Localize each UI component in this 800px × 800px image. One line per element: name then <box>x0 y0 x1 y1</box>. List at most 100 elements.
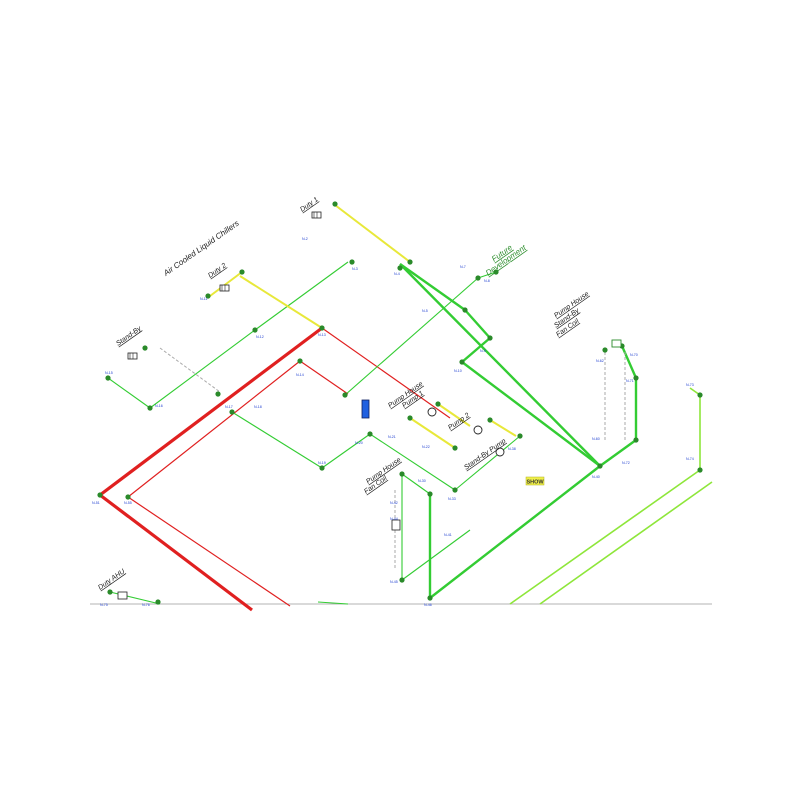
yellow-pipe-6 <box>209 271 243 297</box>
yellow-pipe-4 <box>437 403 471 427</box>
node <box>332 201 338 207</box>
node-label: N-72 <box>622 461 630 465</box>
chillers-title: Air Cooled Liquid Chillers <box>161 219 241 278</box>
red-pipe-main-lower <box>99 493 253 612</box>
green-pipe-6 <box>429 465 601 599</box>
node <box>407 415 413 421</box>
node-label: N-18 <box>254 405 262 409</box>
red-pipe-thin-lower <box>127 496 291 607</box>
node <box>155 599 161 605</box>
node <box>493 269 499 275</box>
light-green-2 <box>539 481 713 605</box>
yellow-pipe-5 <box>489 419 517 437</box>
green-thin-6 <box>344 277 479 396</box>
node-label: N-74 <box>686 457 694 461</box>
node-label: N-70 <box>630 353 638 357</box>
node-label: N-51 <box>92 501 100 505</box>
node-label: N-42 <box>390 501 398 505</box>
dashed-pipe-group <box>159 347 626 570</box>
yellow-pipe-2 <box>239 275 323 329</box>
fan-coil-icon <box>391 519 401 531</box>
node <box>597 463 603 469</box>
node-label: N-33 <box>448 497 456 501</box>
node-label: N-9 <box>480 349 486 353</box>
pump-1-icon <box>427 407 437 417</box>
pump-2-label: Pump 2 <box>447 412 471 432</box>
chiller-standby-icon <box>127 352 138 360</box>
node <box>319 325 325 331</box>
node <box>399 471 405 477</box>
node-label: N-12 <box>256 335 264 339</box>
green-thin-5 <box>321 433 371 469</box>
node <box>697 392 703 398</box>
node <box>397 265 403 271</box>
node-label: N-11 <box>200 297 208 301</box>
node-label: N-7 <box>460 265 466 269</box>
node <box>239 269 245 275</box>
node <box>205 293 211 299</box>
stand-by-label: Stand-By <box>115 325 143 348</box>
node-label: N-62 <box>596 359 604 363</box>
node-label: N-60 <box>592 437 600 441</box>
node-label: N-4 <box>394 272 400 276</box>
chiller-duty1-icon <box>311 211 322 219</box>
node-label: N-71 <box>626 379 634 383</box>
standby-fan-coil-icon <box>611 339 622 348</box>
node <box>427 595 433 601</box>
node <box>367 431 373 437</box>
yellow-pipe-1 <box>334 204 411 263</box>
green-thin-13 <box>109 591 161 605</box>
node <box>105 375 111 381</box>
green-thin-4 <box>231 411 323 469</box>
node-group <box>97 201 703 605</box>
green-thin-9 <box>454 435 521 491</box>
node <box>399 577 405 583</box>
node <box>633 375 639 381</box>
green-thin-8 <box>369 433 456 491</box>
equipment-group: SHOW <box>117 211 622 600</box>
node <box>407 259 413 265</box>
yellow-pipe-3 <box>409 417 456 449</box>
node <box>452 487 458 493</box>
node-label: N-20 <box>355 441 363 445</box>
node-label: N-75 <box>100 603 108 607</box>
green-pipe-4 <box>399 263 601 467</box>
node-label: N-17 <box>225 405 233 409</box>
duty-2-label: Duty 2 <box>207 262 228 279</box>
node <box>342 392 348 398</box>
node-label: N-19 <box>318 461 326 465</box>
node-label: N-5 <box>422 309 428 313</box>
node-label: N-45 <box>390 580 398 584</box>
node-label: N-40 <box>592 475 600 479</box>
node <box>229 409 235 415</box>
node-label: N-21 <box>388 435 396 439</box>
green-pipe-8 <box>599 439 637 467</box>
green-thin-12 <box>401 529 471 581</box>
duty-1-label: Duty 1 <box>299 196 320 213</box>
standby-pump-icon <box>495 447 505 457</box>
ahu-icon <box>117 591 128 600</box>
node-label: N-44 <box>390 517 398 521</box>
green-thin-2 <box>149 329 256 409</box>
node <box>602 347 608 353</box>
node-label: N-55 <box>124 501 132 505</box>
pump-2-icon <box>473 425 483 435</box>
green-pipe-3 <box>461 337 491 363</box>
node <box>142 345 148 351</box>
node-label: N-3 <box>352 267 358 271</box>
node <box>252 327 258 333</box>
red-pipe-group <box>99 326 451 612</box>
dashed-pipe-1 <box>159 347 221 393</box>
node <box>319 465 325 471</box>
node-label: N-76 <box>142 603 150 607</box>
yellow-pipe-group <box>209 204 517 449</box>
pump-house-unit-icon <box>361 399 370 419</box>
green-pipe-group <box>107 261 638 605</box>
node-label: N-10 <box>454 369 462 373</box>
green-pipe-5 <box>461 361 601 467</box>
node <box>633 437 639 443</box>
node-label: N-13 <box>318 333 326 337</box>
green-pipe-1 <box>399 263 466 311</box>
node <box>297 358 303 364</box>
green-thin-1 <box>254 261 349 331</box>
